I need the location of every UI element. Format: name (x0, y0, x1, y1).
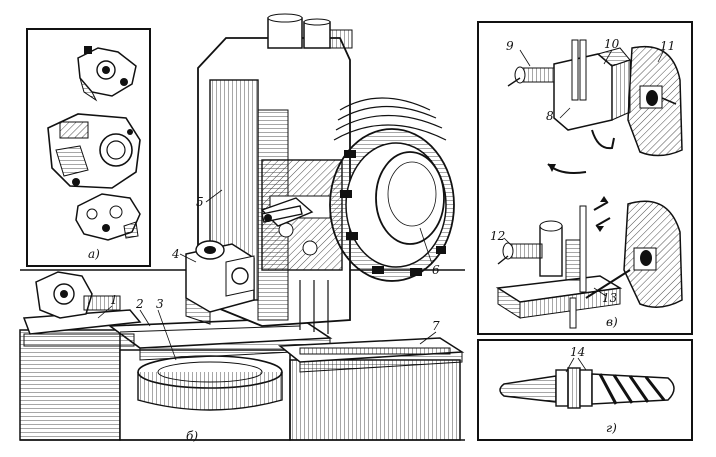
panel-v: 9 10 11 8 12 13 в) (477, 21, 693, 335)
panel-a-caption: а) (88, 247, 100, 261)
clamp-upper (507, 39, 683, 174)
clamp-lower (495, 196, 683, 329)
leader-lines-v (503, 49, 665, 297)
panel-b-caption: б) (186, 429, 198, 443)
workpiece-housing (47, 113, 141, 189)
panel-v-caption: в) (606, 315, 618, 329)
label-14: 14 (570, 345, 585, 359)
label-13: 13 (602, 291, 618, 305)
label-7: 7 (432, 319, 440, 333)
leader-lines-b (97, 189, 437, 361)
workpiece-flange (75, 193, 141, 241)
label-11: 11 (660, 39, 675, 53)
panel-a-frame (26, 28, 151, 267)
panel-g: 14 г) (477, 339, 693, 441)
panel-b: 1 2 3 4 5 6 7 б) (19, 13, 465, 443)
workpiece-small (77, 46, 137, 102)
tool-arm (261, 205, 303, 223)
label-10: 10 (604, 37, 620, 51)
label-1: 1 (110, 293, 118, 307)
panel-a: а) (26, 28, 151, 267)
label-8: 8 (546, 109, 554, 123)
multi-spindle-head (329, 97, 455, 282)
label-3: 3 (156, 297, 164, 311)
panel-g-frame (477, 339, 693, 441)
label-6: 6 (432, 263, 440, 277)
panel-v-frame (477, 21, 693, 335)
cutting-tool (499, 367, 675, 409)
bracket-housing (185, 240, 255, 325)
label-5: 5 (196, 195, 204, 209)
label-9: 9 (506, 39, 514, 53)
leader-14b (577, 357, 587, 371)
panel-g-caption: г) (606, 421, 617, 435)
fixture-right (277, 337, 465, 373)
label-4: 4 (171, 247, 180, 261)
fixture-left (22, 271, 142, 347)
leader-14a (565, 357, 575, 373)
label-2: 2 (135, 297, 144, 311)
rotary-table (137, 355, 283, 411)
label-12: 12 (490, 229, 505, 243)
